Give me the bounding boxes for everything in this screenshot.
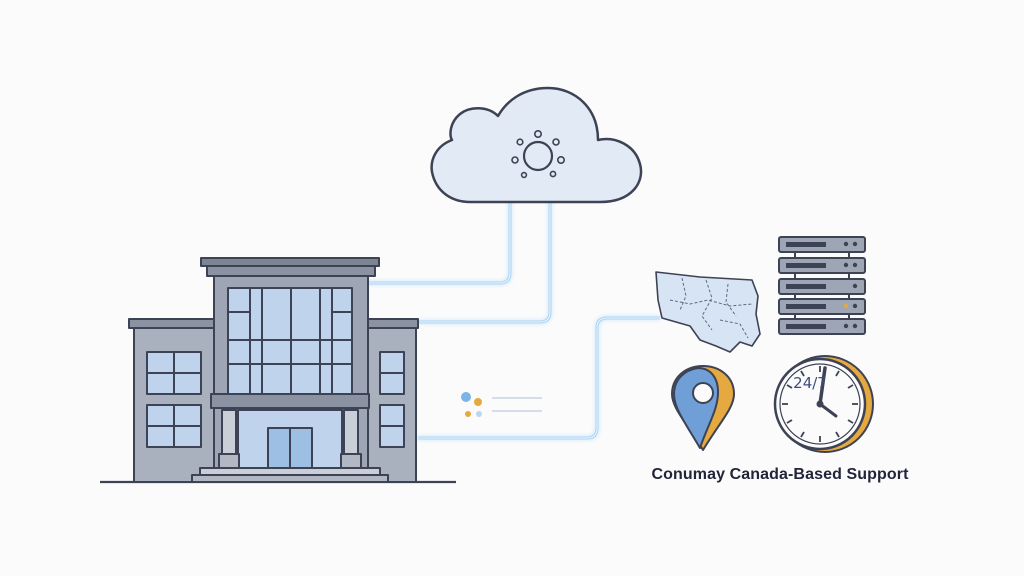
office-building-icon [100,257,456,484]
small-connector-markers [461,392,542,417]
location-pin-icon [671,365,735,451]
connector-lines [365,195,660,440]
connector-building-map [418,316,660,440]
connector-building-cloud-1 [365,195,512,285]
connector-building-cloud-2 [418,195,552,324]
server-rack-icon [778,236,866,335]
canada-map-icon [655,271,761,353]
clock-24-7-label: 24/7 [793,374,827,392]
clock-24-7-icon: 24/7 [773,355,874,453]
support-caption: Conumay Canada-Based Support [651,466,909,483]
cloud-icon [430,86,643,204]
